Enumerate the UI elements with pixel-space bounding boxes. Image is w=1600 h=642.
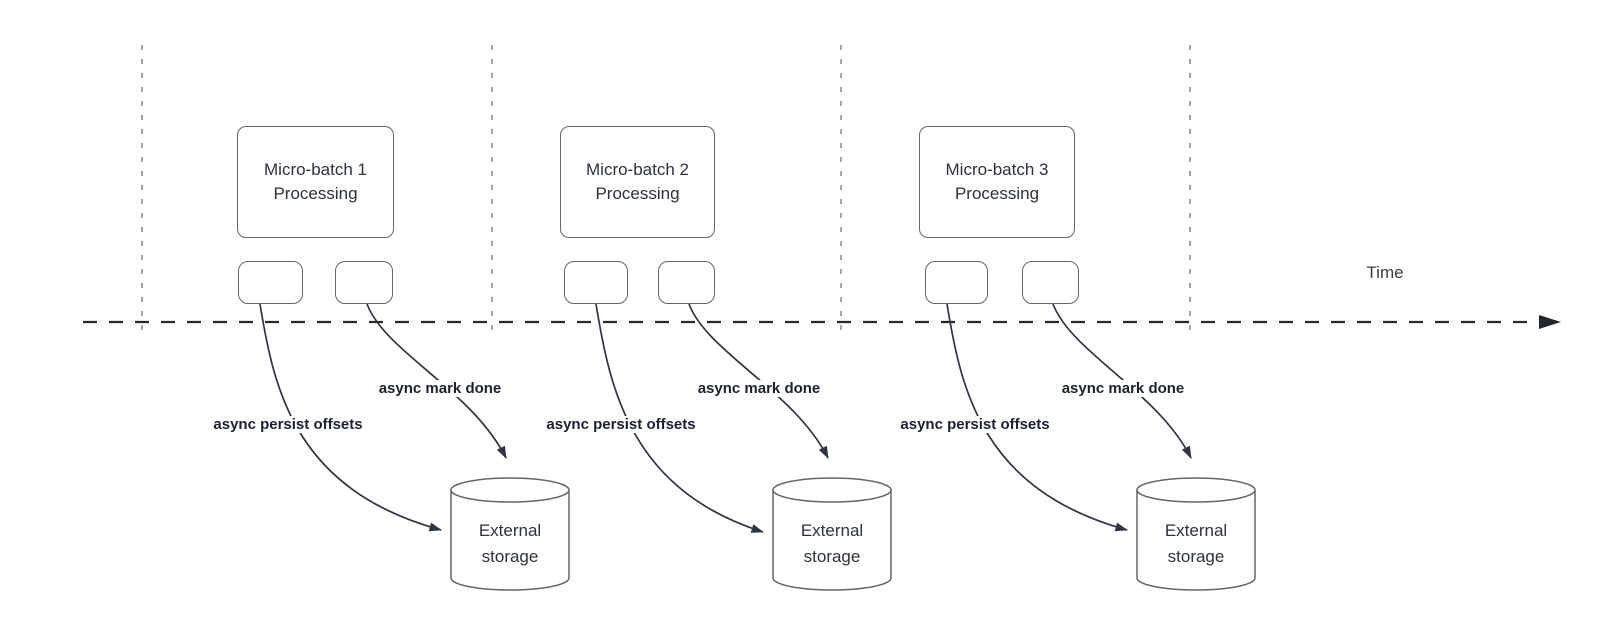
storage-cylinder-2 [772,477,892,591]
persist-offsets-label-3: async persist offsets [898,416,1052,433]
micro-batch-2-label: Micro-batch 2 Processing [586,160,689,203]
storage-cylinder-3 [1136,477,1256,591]
persist-offsets-arrow-1 [259,303,442,532]
persist-offsets-arrow-2 [595,303,764,533]
batch-1-done-task-box [335,261,393,304]
mark-done-label-2: async mark done [695,380,823,397]
micro-batch-3-processing-box: Micro-batch 3 Processing [919,126,1075,238]
storage-cylinder-1 [450,477,570,591]
external-storage-label-3: External storage [1164,521,1228,566]
batch-3-offset-task-box [925,261,988,304]
batch-2-offset-task-box [564,261,628,304]
micro-batch-2-processing-box: Micro-batch 2 Processing [560,126,715,238]
time-axis-label: Time [1366,263,1404,282]
mark-done-arrow-3 [1052,303,1192,459]
batch-1-offset-task-box [238,261,303,304]
batch-2-done-task-box [658,261,715,304]
persist-offsets-label-1: async persist offsets [211,416,365,433]
batch-3-done-task-box [1022,261,1079,304]
micro-batch-1-processing-box: Micro-batch 1 Processing [237,126,394,238]
micro-batch-3-label: Micro-batch 3 Processing [945,160,1049,203]
external-storage-label-2: External storage [800,521,864,566]
mark-done-label-3: async mark done [1059,380,1187,397]
mark-done-arrow-1 [366,303,507,459]
mark-done-arrow-2 [688,303,829,459]
micro-batch-1-label: Micro-batch 1 Processing [264,160,367,203]
persist-offsets-arrow-3 [946,303,1128,532]
external-storage-label-1: External storage [478,521,542,566]
mark-done-label-1: async mark done [376,380,504,397]
persist-offsets-label-2: async persist offsets [544,416,698,433]
